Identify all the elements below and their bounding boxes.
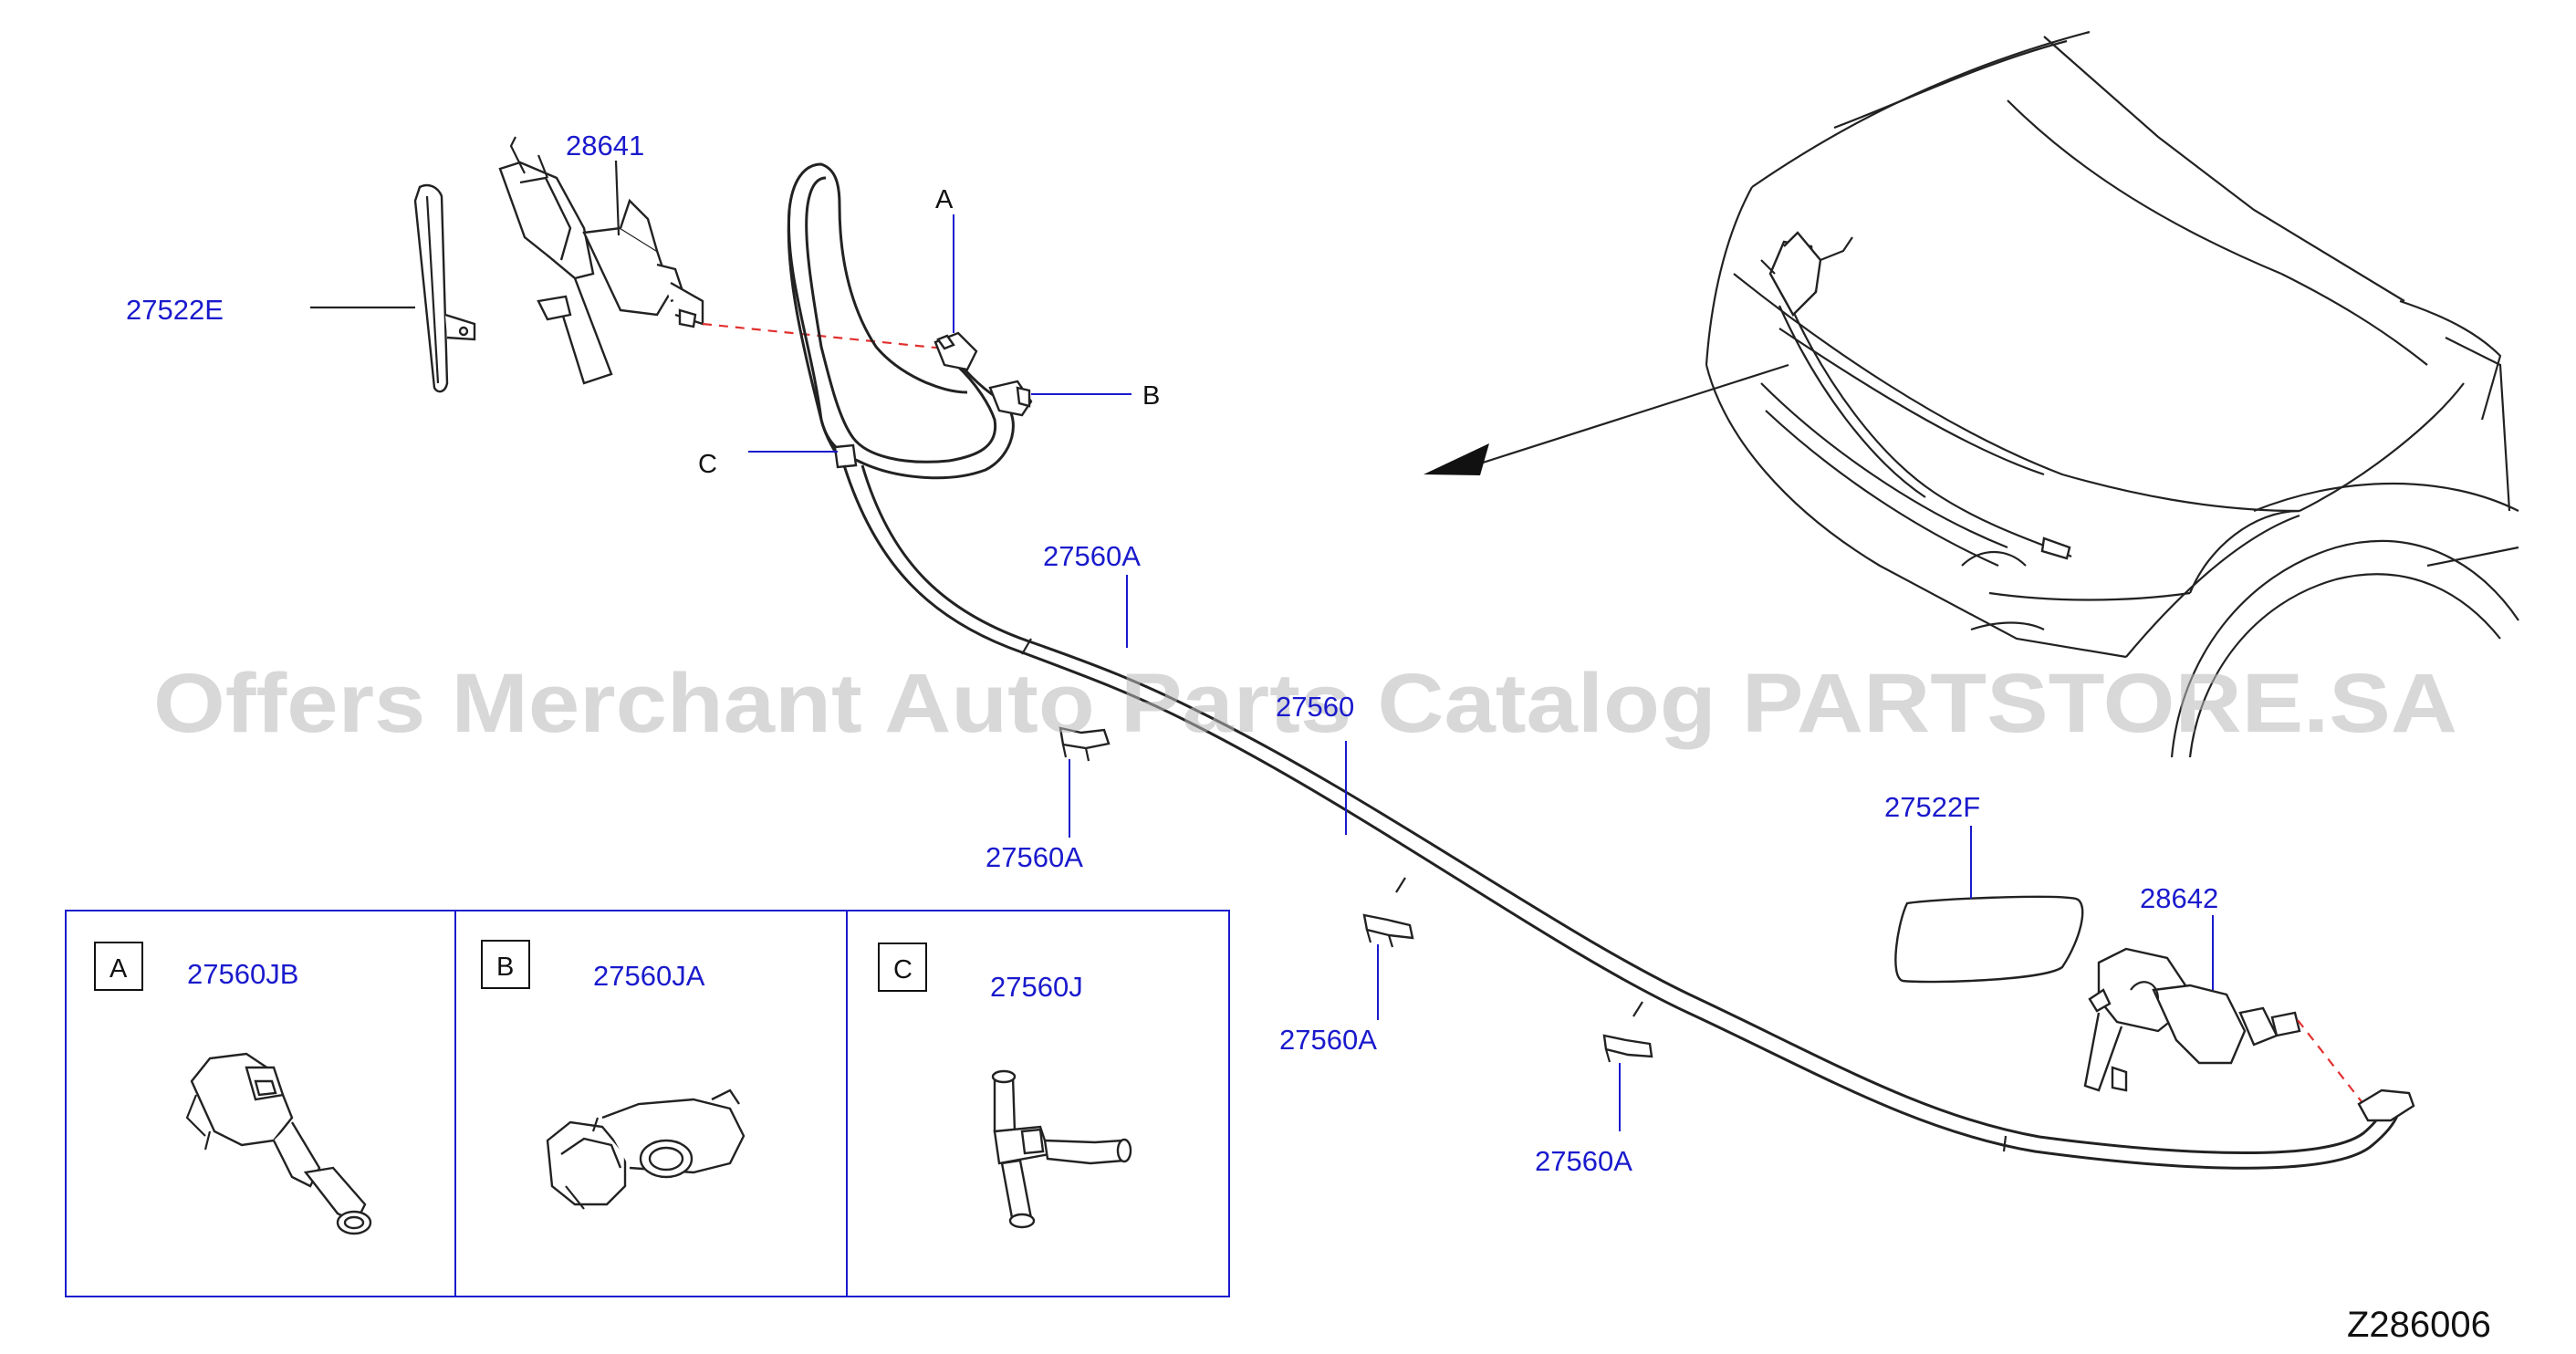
label-27522F[interactable]: 27522F [1884, 791, 1980, 823]
watermark-text: Offers Merchant Auto Parts Catalog PARTS… [153, 657, 2457, 750]
label-27560[interactable]: 27560 [1276, 691, 1354, 723]
part-28642-nozzle[interactable] [2083, 947, 2301, 1092]
connection-dash-28642 [2297, 1019, 2364, 1105]
connector-c-on-hose[interactable] [833, 443, 858, 469]
car-front-illustration [1424, 30, 2519, 758]
callout-b: B [1142, 381, 1160, 411]
label-27560A-clip-3[interactable]: 27560A [1535, 1145, 1632, 1177]
inset-label-27560JA[interactable]: 27560JA [593, 960, 705, 992]
inset-part-27560JA[interactable] [546, 1088, 746, 1210]
label-28641[interactable]: 28641 [566, 130, 644, 161]
label-28642[interactable]: 28642 [2140, 882, 2218, 914]
clip-27560A-1[interactable] [1059, 726, 1111, 762]
inset-tag-a [94, 942, 143, 991]
part-27522F-cap[interactable] [1894, 895, 2084, 984]
inset-label-27560J[interactable]: 27560J [990, 971, 1083, 1003]
hose-27560-upper[interactable] [787, 162, 1015, 480]
callout-c: C [698, 450, 717, 479]
inset-part-27560JB[interactable] [185, 1052, 372, 1235]
inset-letter-c: C [893, 955, 913, 984]
label-27522E[interactable]: 27522E [126, 294, 224, 326]
inset-panels [65, 910, 1230, 1297]
label-27560A-clip-1[interactable]: 27560A [986, 841, 1083, 873]
callout-a: A [935, 185, 954, 214]
clip-27560A-3[interactable] [1602, 1034, 1653, 1063]
connector-b-on-hose[interactable] [988, 380, 1033, 417]
inset-letter-b: B [496, 953, 514, 982]
inset-letter-a: A [110, 954, 128, 984]
label-27560A-top[interactable]: 27560A [1043, 540, 1141, 572]
clip-27560A-2[interactable] [1362, 913, 1414, 948]
connection-dash-a [702, 322, 945, 350]
label-27560A-clip-2[interactable]: 27560A [1279, 1024, 1377, 1056]
inset-tag-c [878, 943, 927, 992]
part-27522E-cap[interactable] [413, 183, 476, 393]
diagram-code: Z286006 [2347, 1305, 2491, 1345]
hose-end-right [2357, 1088, 2415, 1122]
inset-tag-b [481, 940, 530, 989]
inset-part-27560J[interactable] [991, 1069, 1132, 1229]
connector-a-on-hose[interactable] [933, 331, 978, 371]
inset-label-27560JB[interactable]: 27560JB [187, 958, 298, 990]
part-28641-nozzle[interactable] [498, 136, 704, 385]
